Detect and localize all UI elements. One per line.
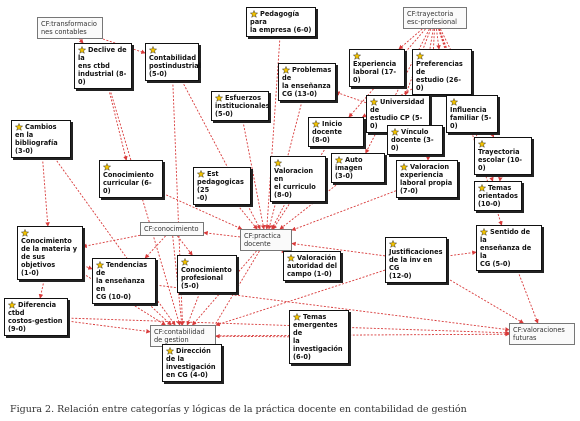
edge-n_conoc_materia-to-n_diferencia — [38, 279, 45, 299]
node-cf-transformaciones-contables[interactable]: CF:transformacio nes contables — [37, 17, 103, 39]
edge-n_cf_tray-to-n_preferencias — [435, 28, 441, 50]
edge-n_conoc_materia-to-n_tendencias — [82, 265, 93, 270]
node-trayectoria-escolar[interactable]: Trayectoria escolar (10-0) — [474, 137, 532, 175]
node-pedagogia-para-la-empresa[interactable]: Pedagogía para la empresa (6-0) — [246, 7, 316, 37]
code-star-icon — [274, 159, 282, 167]
node-vinculo-docente[interactable]: Vínculo docente (3-0) — [387, 125, 443, 155]
node-tendencias-de-la-ensenanza[interactable]: Tendencias de la enseñanza en CG (10-0) — [92, 258, 156, 304]
code-star-icon — [96, 261, 104, 269]
node-cambios-en-la-bibliografia[interactable]: Cambios en la bibliografía (3-0) — [11, 120, 71, 158]
node-experiencia-laboral[interactable]: Experiencia laboral (17-0) — [349, 49, 405, 87]
code-star-icon — [250, 10, 258, 18]
node-auto-imagen[interactable]: Auto imagen (3-0) — [331, 153, 385, 183]
code-star-icon — [197, 170, 205, 178]
edge-n_contab_post-to-n_cf_practica — [181, 80, 261, 230]
node-cf-trayectoria[interactable]: CF:trayectoria esc-profesional — [403, 7, 467, 29]
code-star-icon — [478, 184, 486, 192]
node-preferencias-de-estudio[interactable]: Preferencias de estudio (26-0) — [412, 49, 472, 95]
edge-n_sentido-to-n_cf_valor — [517, 270, 539, 324]
code-star-icon — [480, 228, 488, 236]
node-justificaciones-de-la-inv[interactable]: Justificaciones de la inv en CG (12-0) — [385, 237, 447, 283]
edge-n_justificaciones-to-n_cf_contab — [215, 269, 386, 327]
node-valoracion-autoridad-del-campo[interactable]: Valoración autoridad del campo (1-0) — [283, 251, 341, 281]
edge-n_cf_conoc-to-n_tendencias — [144, 235, 166, 259]
edge-n_tray_escolar-to-n_temas_or — [498, 174, 503, 182]
code-star-icon — [416, 52, 424, 60]
code-star-icon — [400, 163, 408, 171]
node-temas-emergentes-investigacion[interactable]: Temas emergentes de la investigación (6-… — [289, 310, 349, 364]
node-conocimiento-profesional[interactable]: Conocimiento profesional (5-0) — [177, 255, 237, 293]
edge-n_conoc_prof-to-n_cf_contab — [186, 292, 201, 326]
node-conocimiento-de-la-materia[interactable]: Conocimiento de la materia y de sus obje… — [17, 226, 83, 280]
edge-n_declive-to-n_conoc_curr — [108, 88, 128, 161]
node-direccion-de-la-investigacion[interactable]: Dirección de la investigación en CG (4-0… — [162, 344, 222, 382]
edge-n_universidad-to-n_problemas — [335, 91, 367, 104]
node-sentido-de-la-ensenanza[interactable]: Sentido de la enseñanza de la CG (5-0) — [476, 225, 542, 271]
edge-n_temas_emerg-to-n_cf_contab — [215, 334, 290, 339]
edge-n_pedagogia-to-n_cf_practica — [264, 36, 281, 230]
code-star-icon — [478, 140, 486, 148]
edge-n_cf_practica-to-n_cf_contab — [192, 250, 257, 326]
edge-n_auto_imagen-to-n_cf_practica — [279, 182, 340, 230]
code-star-icon — [215, 94, 223, 102]
node-diferencia-ctbd-costos-gestion[interactable]: Diferencia ctbd costos-gestion (9-0) — [4, 298, 68, 336]
code-star-icon — [353, 52, 361, 60]
node-declive-ens-ctbd-industrial[interactable]: Declive de la ens ctbd industrial (8-0) — [74, 43, 132, 89]
edge-n_esfuerzos-to-n_cf_practica — [242, 120, 266, 230]
node-cf-contabilidad-de-gestion[interactable]: CF:contabilidad de gestion — [150, 325, 216, 347]
code-star-icon — [287, 254, 295, 262]
edge-n_declive-to-n_cf_contab — [109, 88, 181, 326]
node-temas-orientados[interactable]: Temas orientados (10-0) — [474, 181, 522, 211]
code-star-icon — [103, 163, 111, 171]
edge-n_cf_transf-to-n_declive — [78, 38, 84, 44]
code-star-icon — [450, 98, 458, 106]
node-valoracion-en-el-curriculo[interactable]: Valoracion en el curriculo (8-0) — [270, 156, 326, 202]
node-cf-practica-docente[interactable]: CF:practica docente — [240, 229, 292, 251]
node-est-pedagogicas[interactable]: Est pedagogicas (25 -0) — [193, 167, 251, 205]
code-star-icon — [21, 229, 29, 237]
code-star-icon — [8, 301, 16, 309]
node-esfuerzos-institucionales[interactable]: Esfuerzos institucionales (5-0) — [211, 91, 270, 121]
code-star-icon — [149, 46, 157, 54]
code-star-icon — [391, 128, 399, 136]
edge-n_justificaciones-to-n_sentido — [446, 250, 477, 257]
node-valoracion-experiencia-laboral[interactable]: Valoracion experiencia laboral propia (7… — [396, 160, 458, 198]
code-star-icon — [370, 98, 378, 106]
edge-n_cf_tray-to-n_experiencia — [398, 28, 423, 50]
edge-n_est_ped-to-n_cf_practica — [237, 204, 258, 230]
edge-n_valoracion_curr-to-n_cf_practica — [271, 201, 287, 230]
diagram: CF:transformacio nes contables Declive d… — [4, 7, 575, 382]
code-star-icon — [282, 66, 290, 74]
node-inicio-docente[interactable]: Inicio docente (8-0) — [308, 117, 364, 147]
edge-n_cf_practica-to-n_cf_conoc — [203, 230, 241, 238]
edge-n_valoracion_exp-to-n_cf_practica — [291, 190, 397, 231]
edge-n_cf_tray-to-n_universidad — [404, 28, 432, 96]
code-star-icon — [166, 347, 174, 355]
edge-n_cf_contab-to-n_cf_valor — [215, 331, 510, 337]
node-influencia-familiar[interactable]: Influencia familiar (5-0) — [446, 95, 498, 133]
figure-caption: Figura 2. Relación entre categorías y ló… — [10, 404, 467, 415]
edge-n_tendencias-to-n_cf_contab — [148, 303, 172, 326]
edge-n_justificaciones-to-n_cf_valor — [446, 277, 524, 324]
edge-n_diferencia-to-n_cf_valor — [67, 317, 510, 336]
code-star-icon — [389, 240, 397, 248]
edge-n_cambios-to-n_cf_contab — [54, 157, 176, 326]
node-cf-valoraciones-futuras[interactable]: CF:valoraciones futuras — [509, 323, 575, 345]
node-contabilidad-postindustrial[interactable]: Contabilidad postindustrial (5-0) — [145, 43, 201, 81]
edge-n_cambios-to-n_conoc_materia — [42, 157, 50, 227]
code-star-icon — [15, 123, 23, 131]
node-problemas-de-la-ensenanza[interactable]: Problemas de la enseñanza CG (13-0) — [278, 63, 336, 101]
edge-n_justificaciones-to-n_cf_practica — [291, 241, 386, 257]
code-star-icon — [78, 46, 86, 54]
edge-n_diferencia-to-n_cf_contab — [67, 320, 151, 334]
code-star-icon — [181, 258, 189, 266]
code-star-icon — [312, 120, 320, 128]
node-conocimiento-curricular[interactable]: Conocimiento curricular (6-0) — [99, 160, 163, 198]
code-star-icon — [293, 313, 301, 321]
edge-n_cf_conoc-to-n_conoc_prof — [177, 235, 193, 256]
code-star-icon — [335, 156, 343, 164]
edge-n_cf_conoc-to-n_conoc_materia — [82, 234, 141, 248]
node-cf-conocimiento[interactable]: CF:conocimiento — [140, 222, 204, 236]
